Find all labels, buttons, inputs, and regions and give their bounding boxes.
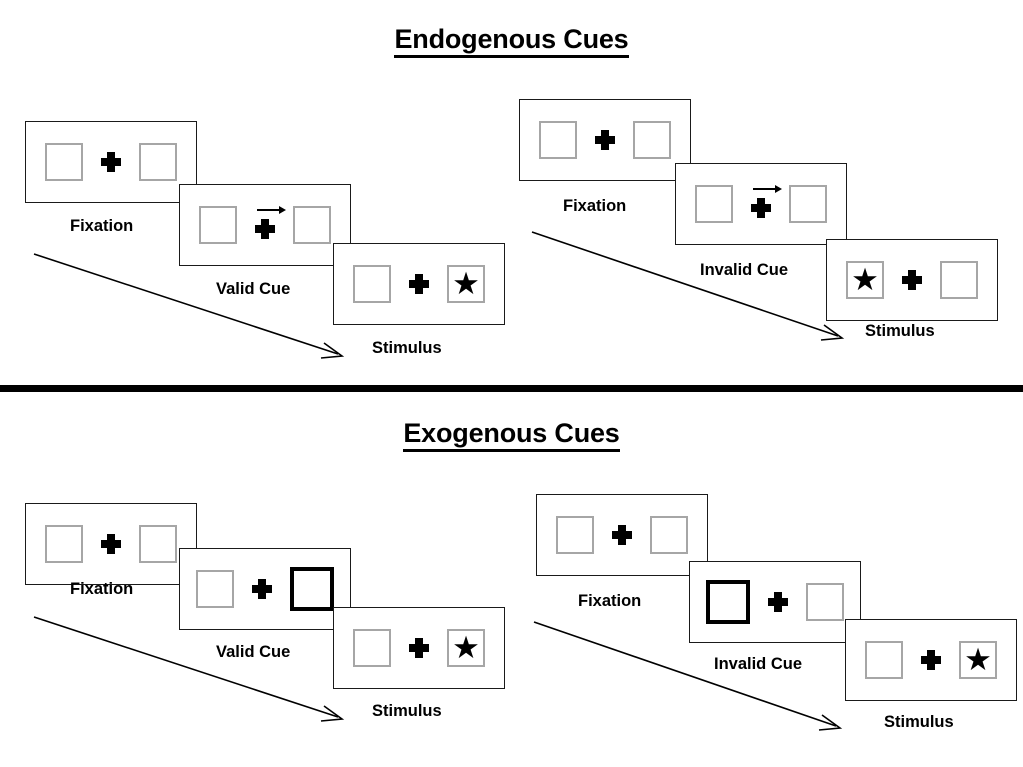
left-box-cue-highlight	[706, 580, 750, 624]
caption-exogenous-invalid-stimulus: Stimulus	[884, 713, 954, 731]
fixation-bar-vertical	[107, 534, 115, 554]
left-box	[695, 185, 733, 223]
star-icon: ★	[964, 641, 992, 677]
fixation-bar-vertical	[415, 274, 423, 294]
time-progression-arrow	[33, 253, 345, 359]
left-box	[865, 641, 903, 679]
right-box-with-target: ★	[447, 265, 485, 303]
panel-inner: ★	[846, 261, 978, 299]
panel-inner	[706, 580, 844, 624]
fixation-cross-icon	[101, 152, 121, 172]
section-title-endogenous: Endogenous Cues	[0, 24, 1023, 58]
fixation-bar-vertical	[618, 525, 626, 545]
left-box	[353, 629, 391, 667]
panel-exogenous-valid-stimulus: ★	[333, 607, 505, 689]
panel-inner: ★	[353, 629, 485, 667]
fixation-bar-vertical	[258, 579, 266, 599]
caption-exogenous-valid-cue: Valid Cue	[216, 643, 291, 661]
fixation-bar-vertical	[927, 650, 935, 670]
fixation-cross-icon	[255, 206, 286, 239]
right-box	[139, 143, 177, 181]
panel-exogenous-valid-fixation	[25, 503, 197, 585]
panel-inner	[199, 206, 331, 244]
section-title-exogenous-text: Exogenous Cues	[403, 418, 620, 452]
panel-inner	[556, 516, 688, 554]
fixation-cross-icon	[751, 185, 782, 218]
caption-endogenous-valid-fixation: Fixation	[70, 217, 134, 235]
caption-endogenous-invalid-cue: Invalid Cue	[700, 261, 789, 279]
fixation-cross-icon	[768, 592, 788, 612]
fixation-cross-icon	[902, 270, 922, 290]
caption-exogenous-valid-stimulus: Stimulus	[372, 702, 442, 720]
panel-endogenous-valid-fixation	[25, 121, 197, 203]
fixation-bar-vertical	[601, 130, 609, 150]
right-box	[139, 525, 177, 563]
panel-inner	[695, 185, 827, 223]
left-box	[199, 206, 237, 244]
caption-exogenous-valid-fixation: Fixation	[70, 580, 134, 598]
caption-endogenous-valid-stimulus: Stimulus	[372, 339, 442, 357]
panel-inner	[196, 567, 334, 611]
fixation-bar-vertical	[774, 592, 782, 612]
panel-endogenous-valid-stimulus: ★	[333, 243, 505, 325]
right-box-with-target: ★	[447, 629, 485, 667]
arrow-right-icon	[257, 206, 286, 214]
arrow-right-icon	[753, 185, 782, 193]
left-box	[45, 143, 83, 181]
panel-exogenous-invalid-cue	[689, 561, 861, 643]
panel-exogenous-valid-cue	[179, 548, 351, 630]
star-icon: ★	[851, 261, 879, 297]
panel-inner: ★	[353, 265, 485, 303]
panel-inner	[539, 121, 671, 159]
right-box	[650, 516, 688, 554]
panel-endogenous-invalid-stimulus: ★	[826, 239, 998, 321]
right-box	[293, 206, 331, 244]
right-box-with-target: ★	[959, 641, 997, 679]
right-box	[940, 261, 978, 299]
fixation-bar-vertical	[261, 219, 269, 239]
right-box	[633, 121, 671, 159]
right-box	[789, 185, 827, 223]
fixation-bar-vertical	[415, 638, 423, 658]
panel-inner	[45, 143, 177, 181]
left-box	[196, 570, 234, 608]
panel-endogenous-invalid-cue	[675, 163, 847, 245]
fixation-cross-icon	[101, 534, 121, 554]
fixation-bar-vertical	[757, 198, 765, 218]
right-box-cue-highlight	[290, 567, 334, 611]
caption-endogenous-invalid-fixation: Fixation	[563, 197, 627, 215]
panel-endogenous-invalid-fixation	[519, 99, 691, 181]
section-title-exogenous: Exogenous Cues	[0, 418, 1023, 452]
caption-exogenous-invalid-cue: Invalid Cue	[714, 655, 803, 673]
section-title-endogenous-text: Endogenous Cues	[394, 24, 629, 58]
section-divider	[0, 385, 1023, 392]
fixation-cross-icon	[252, 579, 272, 599]
star-icon: ★	[452, 629, 480, 665]
fixation-bar-vertical	[107, 152, 115, 172]
left-box-with-target: ★	[846, 261, 884, 299]
right-box	[806, 583, 844, 621]
panel-exogenous-invalid-stimulus: ★	[845, 619, 1017, 701]
left-box	[539, 121, 577, 159]
fixation-cross-icon	[612, 525, 632, 545]
caption-endogenous-invalid-stimulus: Stimulus	[865, 322, 935, 340]
fixation-cross-icon	[921, 650, 941, 670]
fixation-cross-icon	[409, 638, 429, 658]
star-icon: ★	[452, 265, 480, 301]
caption-endogenous-valid-cue: Valid Cue	[216, 280, 291, 298]
fixation-cross-icon	[595, 130, 615, 150]
panel-endogenous-valid-cue	[179, 184, 351, 266]
caption-exogenous-invalid-fixation: Fixation	[578, 592, 642, 610]
fixation-bar-vertical	[908, 270, 916, 290]
panel-inner	[45, 525, 177, 563]
left-box	[556, 516, 594, 554]
panel-inner: ★	[865, 641, 997, 679]
left-box	[45, 525, 83, 563]
left-box	[353, 265, 391, 303]
fixation-cross-icon	[409, 274, 429, 294]
panel-exogenous-invalid-fixation	[536, 494, 708, 576]
